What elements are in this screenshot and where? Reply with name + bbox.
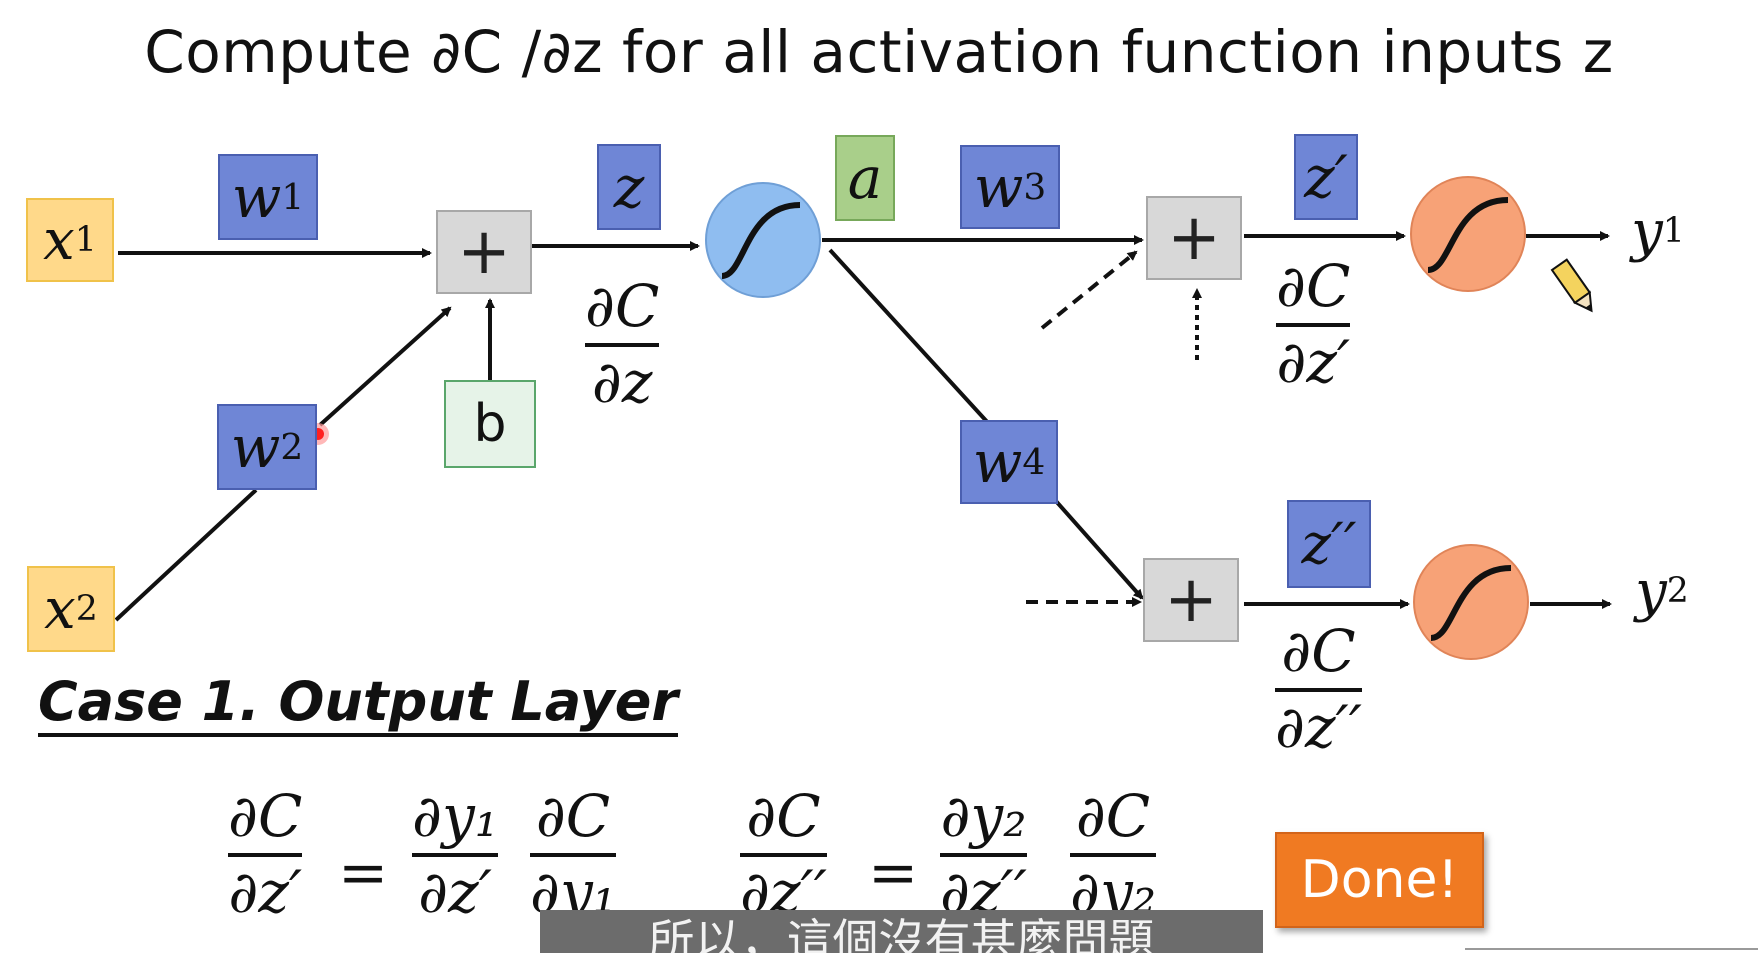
z-label: z [597, 144, 661, 230]
sigmoid-icon [705, 182, 821, 298]
eq2-rhs-1: ∂y₂ ∂z′′ [940, 782, 1027, 926]
eq2-equals: = [868, 838, 919, 908]
video-subtitle: 所以，這個沒有甚麼問題 [540, 910, 1263, 953]
sum-node-output-2: + [1143, 558, 1239, 642]
divider [1465, 948, 1758, 950]
z-double-prime-label: z′′ [1287, 500, 1371, 588]
eq1-rhs-2: ∂C ∂y₁ [530, 782, 617, 926]
eq2-rhs-2: ∂C ∂y₂ [1070, 782, 1157, 926]
sum-node-output-1: + [1146, 196, 1242, 280]
slide-title: Compute ∂C /∂z for all activation functi… [144, 18, 1614, 86]
pencil-cursor-icon [1550, 258, 1593, 313]
case-heading: Case 1. Output Layer [38, 672, 679, 738]
wire-w2-plus [318, 306, 452, 427]
wire-w4-plus [1053, 498, 1144, 600]
eq1-lhs: ∂C ∂z′ [228, 782, 303, 926]
eq2-lhs: ∂C ∂z′′ [740, 782, 827, 926]
wire-x2-w2 [114, 488, 258, 622]
fraction-dC-dzpp: ∂C ∂z′′ [1275, 617, 1362, 761]
z-prime-label: z′ [1294, 134, 1358, 220]
fraction-dC-dzp: ∂C ∂z′ [1276, 252, 1351, 396]
eq1-rhs-1: ∂y₁ ∂z′ [412, 782, 499, 926]
eq1-equals: = [338, 838, 389, 908]
activation-a-label: a [835, 135, 895, 221]
wire-dashed-top [1040, 250, 1138, 330]
sum-node-hidden: + [436, 210, 532, 294]
fraction-dC-dz: ∂C ∂z [585, 272, 660, 416]
done-button[interactable]: Done! [1275, 832, 1484, 928]
wire-a-w4 [828, 248, 992, 427]
sigmoid-icon [1410, 176, 1526, 292]
bias-box: b [444, 380, 536, 468]
sigmoid-icon [1413, 544, 1529, 660]
